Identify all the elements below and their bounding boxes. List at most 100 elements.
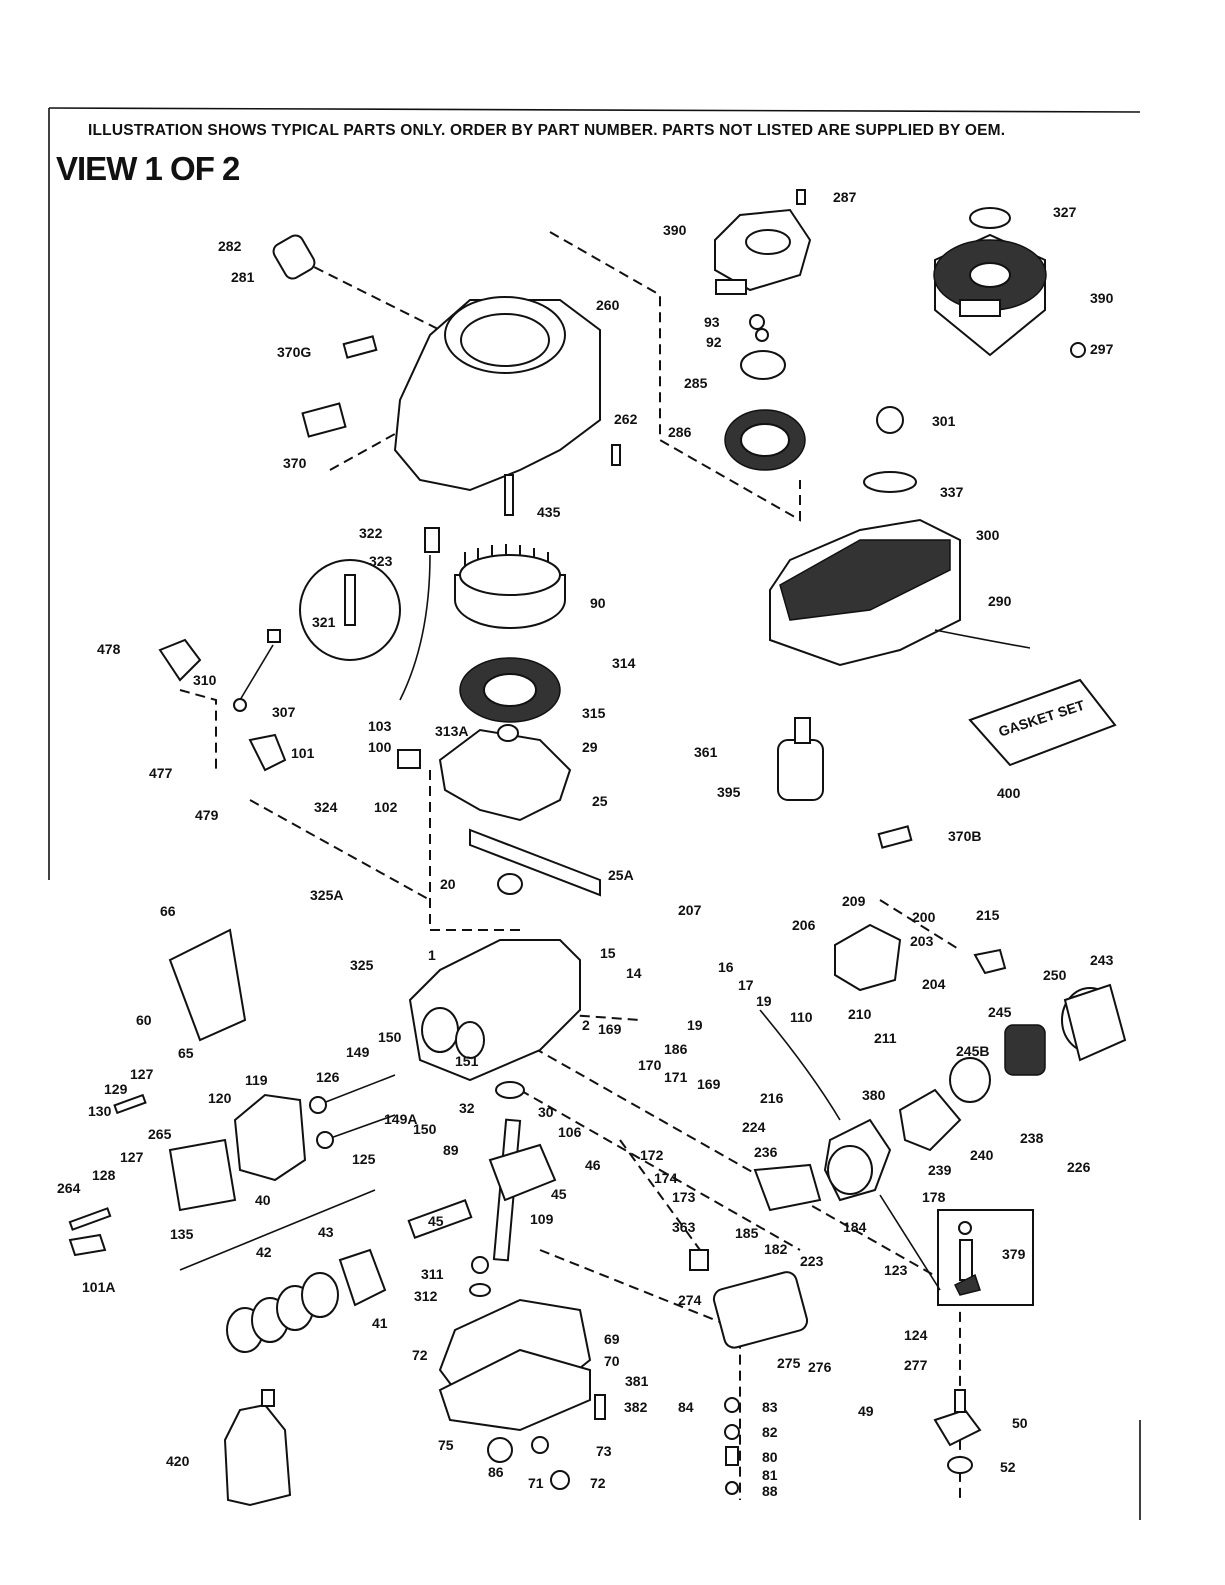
view-title: VIEW 1 OF 2 bbox=[56, 150, 240, 187]
callout-label: 282 bbox=[218, 238, 242, 254]
callout-label: 66 bbox=[160, 903, 176, 919]
callout-label: 210 bbox=[848, 1006, 872, 1022]
callout-label: 14 bbox=[626, 965, 642, 981]
baffles bbox=[158, 638, 287, 772]
callout-label: 86 bbox=[488, 1464, 504, 1480]
callout-label: 477 bbox=[149, 765, 173, 781]
callout-label: 264 bbox=[57, 1180, 81, 1196]
callout-label: 20 bbox=[440, 876, 456, 892]
callout-label: 216 bbox=[760, 1090, 784, 1106]
callout-label: 109 bbox=[530, 1211, 554, 1227]
callout-label: 69 bbox=[604, 1331, 620, 1347]
callout-label: 172 bbox=[640, 1147, 664, 1163]
callout-label: 321 bbox=[312, 614, 336, 630]
callout-label: 2 bbox=[582, 1017, 590, 1033]
callout-label: 126 bbox=[316, 1069, 340, 1085]
callout-label: 149A bbox=[384, 1111, 417, 1127]
callout-label: 286 bbox=[668, 424, 692, 440]
starter-motor bbox=[777, 717, 824, 801]
callout-label: 52 bbox=[1000, 1459, 1016, 1475]
carburetor bbox=[753, 1009, 962, 1212]
callout-label: 71 bbox=[528, 1475, 544, 1491]
callout-label: 120 bbox=[208, 1090, 232, 1106]
crankshaft bbox=[407, 1081, 557, 1262]
callout-label: 103 bbox=[368, 718, 392, 734]
callout-label: 380 bbox=[862, 1087, 886, 1103]
callout-label: 381 bbox=[625, 1373, 649, 1389]
callout-label: 124 bbox=[904, 1327, 928, 1343]
callout-label: 370G bbox=[277, 344, 311, 360]
cylinder-head bbox=[68, 1074, 396, 1257]
exhaust-shield bbox=[168, 928, 247, 1042]
callout-label: 262 bbox=[614, 411, 638, 427]
callout-label: 128 bbox=[92, 1167, 116, 1183]
callout-label: 169 bbox=[697, 1076, 721, 1092]
callout-label: 125 bbox=[352, 1151, 376, 1167]
callout-label: 127 bbox=[130, 1066, 154, 1082]
callout-label: 15 bbox=[600, 945, 616, 961]
callout-label: 102 bbox=[374, 799, 398, 815]
callout-label: 70 bbox=[604, 1353, 620, 1369]
callout-label: 19 bbox=[756, 993, 772, 1009]
callout-label: 169 bbox=[598, 1021, 622, 1037]
callout-label: 311 bbox=[421, 1266, 444, 1282]
callout-label: 45 bbox=[428, 1213, 444, 1229]
callout-label: 80 bbox=[762, 1449, 778, 1465]
air-vane-governor bbox=[438, 724, 601, 897]
callout-label: 310 bbox=[193, 672, 217, 688]
callout-label: 17 bbox=[738, 977, 754, 993]
header-note: ILLUSTRATION SHOWS TYPICAL PARTS ONLY. O… bbox=[88, 122, 1006, 139]
blower-housing bbox=[272, 234, 621, 516]
callout-label: 60 bbox=[136, 1012, 152, 1028]
inset-box bbox=[879, 1194, 1034, 1306]
callout-label: 390 bbox=[1090, 290, 1114, 306]
callout-label: 25A bbox=[608, 867, 634, 883]
callout-labels: 282 281 370G 370 260 262 435 287 390 93 … bbox=[57, 189, 1114, 1499]
callout-label: 93 bbox=[704, 314, 720, 330]
callout-label: 135 bbox=[170, 1226, 194, 1242]
callout-label: 382 bbox=[624, 1399, 648, 1415]
callout-label: 297 bbox=[1090, 341, 1114, 357]
callout-label: 83 bbox=[762, 1399, 778, 1415]
callout-label: 90 bbox=[590, 595, 606, 611]
callout-label: 204 bbox=[922, 976, 946, 992]
callout-label: 223 bbox=[800, 1253, 824, 1269]
callout-label: 50 bbox=[1012, 1415, 1028, 1431]
callout-label: 276 bbox=[808, 1359, 832, 1375]
callout-label: 287 bbox=[833, 189, 857, 205]
callout-label: 123 bbox=[884, 1262, 908, 1278]
callout-label: 300 bbox=[976, 527, 1000, 543]
callout-label: 238 bbox=[1020, 1130, 1044, 1146]
callout-label: 260 bbox=[596, 297, 620, 313]
callout-label: 400 bbox=[997, 785, 1021, 801]
rewind-starter-assembled bbox=[933, 207, 1086, 358]
gasket-set-package: GASKET SET bbox=[968, 678, 1117, 767]
callout-label: 390 bbox=[663, 222, 687, 238]
callout-label: 363 bbox=[672, 1219, 696, 1235]
callout-label: 265 bbox=[148, 1126, 172, 1142]
callout-label: 84 bbox=[678, 1399, 694, 1415]
callout-label: 174 bbox=[654, 1170, 678, 1186]
callout-label: 88 bbox=[762, 1483, 778, 1499]
callout-label: 89 bbox=[443, 1142, 459, 1158]
callout-label: 325 bbox=[350, 957, 374, 973]
callout-label: 110 bbox=[790, 1009, 813, 1025]
callout-label: 72 bbox=[412, 1347, 428, 1363]
muffler bbox=[689, 1249, 809, 1349]
ignition-components bbox=[233, 527, 440, 769]
callout-label: 435 bbox=[537, 504, 561, 520]
callout-label: 129 bbox=[104, 1081, 128, 1097]
callout-label: 150 bbox=[378, 1029, 402, 1045]
callout-label: 236 bbox=[754, 1144, 778, 1160]
control-bracket bbox=[834, 825, 1007, 992]
callout-label: 101A bbox=[82, 1279, 115, 1295]
fuel-tank bbox=[769, 406, 1031, 667]
callout-label: 49 bbox=[858, 1403, 874, 1419]
callout-label: 285 bbox=[684, 375, 708, 391]
callout-label: 75 bbox=[438, 1437, 454, 1453]
callout-label: 370B bbox=[948, 828, 981, 844]
callout-label: 150 bbox=[413, 1121, 437, 1137]
air-cleaner bbox=[949, 983, 1127, 1103]
callout-label: 245B bbox=[956, 1043, 989, 1059]
